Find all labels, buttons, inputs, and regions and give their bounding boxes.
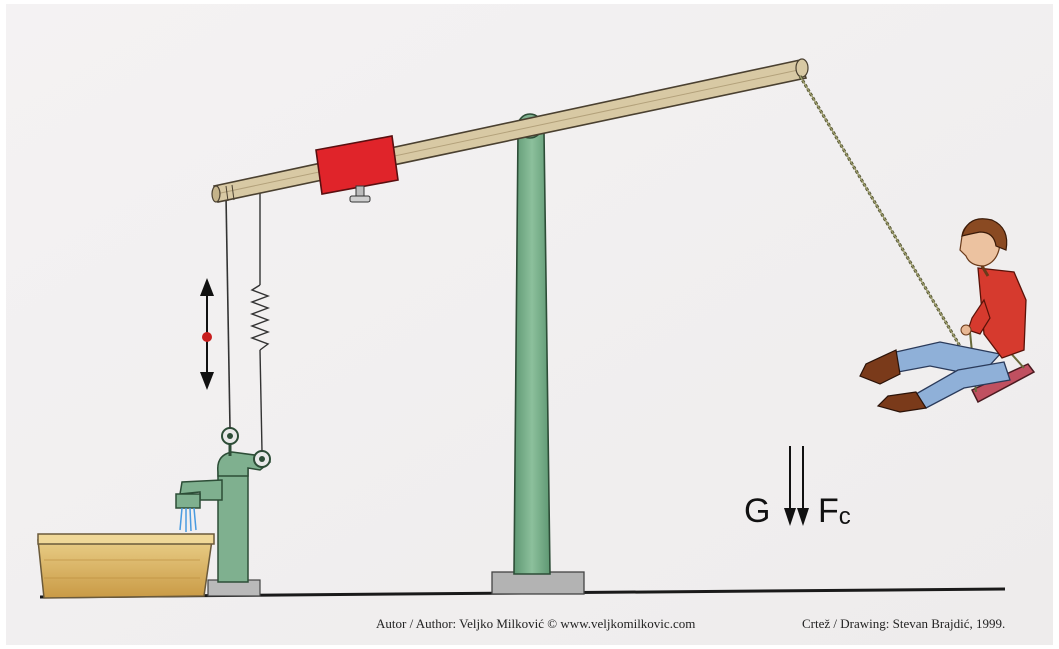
oscillation-arrow-icon xyxy=(200,278,214,390)
spring xyxy=(250,178,270,452)
force-arrows-icon xyxy=(784,446,809,526)
swing-rope xyxy=(798,75,982,381)
author-credit: Autor / Author: Veljko Milković © www.ve… xyxy=(376,616,696,631)
centrifugal-force-label: Fc xyxy=(818,492,851,530)
water-trough xyxy=(37,533,215,599)
water-stream xyxy=(179,507,197,532)
gravity-label: G xyxy=(744,492,770,530)
pump-rod xyxy=(225,195,231,429)
drawing-credit: Crtež / Drawing: Stevan Brajdić, 1999. xyxy=(802,616,1006,631)
force-labels: G Fc xyxy=(744,446,851,530)
swing-rider xyxy=(859,218,1036,413)
counterweight xyxy=(315,135,399,203)
water-pump xyxy=(175,427,272,597)
